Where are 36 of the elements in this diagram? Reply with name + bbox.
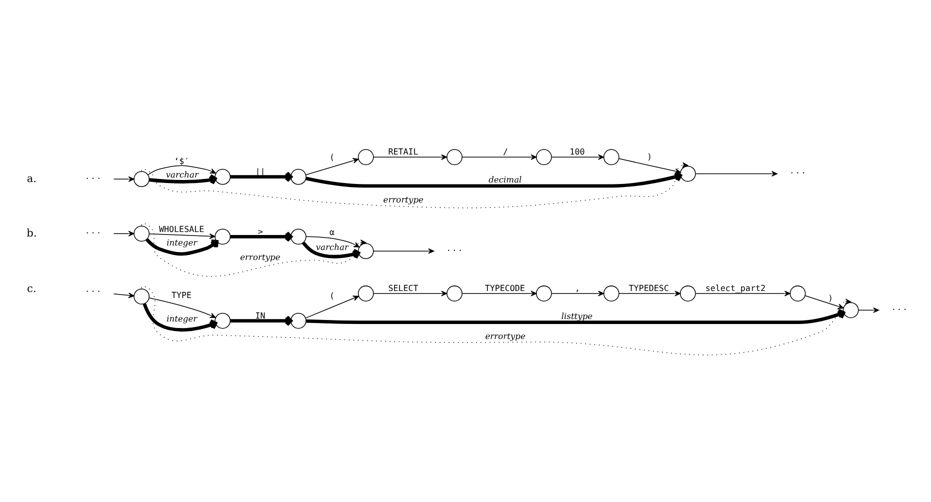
label: b.: [26, 226, 37, 239]
label: c.: [27, 282, 36, 294]
edge-label: 100: [570, 146, 585, 156]
edge-label: /: [503, 146, 508, 156]
edge-label: (: [329, 152, 335, 162]
edge-label: errortype: [383, 194, 424, 204]
label: a.: [26, 172, 37, 184]
edge-label: TYPECODE: [484, 282, 525, 293]
edge-label: ,: [574, 282, 580, 293]
edge-label: TYPE: [172, 289, 192, 300]
node-text: · · ·: [447, 246, 462, 256]
node-text: · · ·: [86, 228, 100, 238]
edge-label: (: [329, 290, 335, 300]
edge-label: decimal: [488, 174, 522, 184]
edge-label: ): [646, 150, 652, 161]
edge-label: listtype: [561, 310, 593, 321]
node-text: · · ·: [790, 168, 805, 179]
edge-label: select_part2: [705, 282, 766, 293]
edge-label: varchar: [316, 242, 348, 252]
edge-label: RETAIL: [388, 146, 418, 156]
edge-label: IN: [255, 310, 266, 320]
edge-label: >: [258, 226, 263, 236]
node-text: · · ·: [86, 174, 100, 184]
node-text: · · ·: [86, 286, 100, 297]
edge-label: WHOLESALE: [159, 223, 204, 234]
edge-label: errortype: [485, 330, 526, 340]
edge-label: errortype: [240, 252, 280, 262]
edge-label: α: [329, 226, 335, 237]
edge-label: ‘$′: [174, 155, 190, 166]
edge-label: TYPEDESC: [628, 282, 669, 293]
edge-label: varchar: [166, 168, 198, 179]
edge-label: ): [828, 292, 834, 302]
edge-label: integer: [166, 237, 198, 248]
edge-label: integer: [166, 312, 198, 323]
node-text: · · ·: [892, 305, 907, 316]
edge-label: SELECT: [388, 282, 418, 293]
